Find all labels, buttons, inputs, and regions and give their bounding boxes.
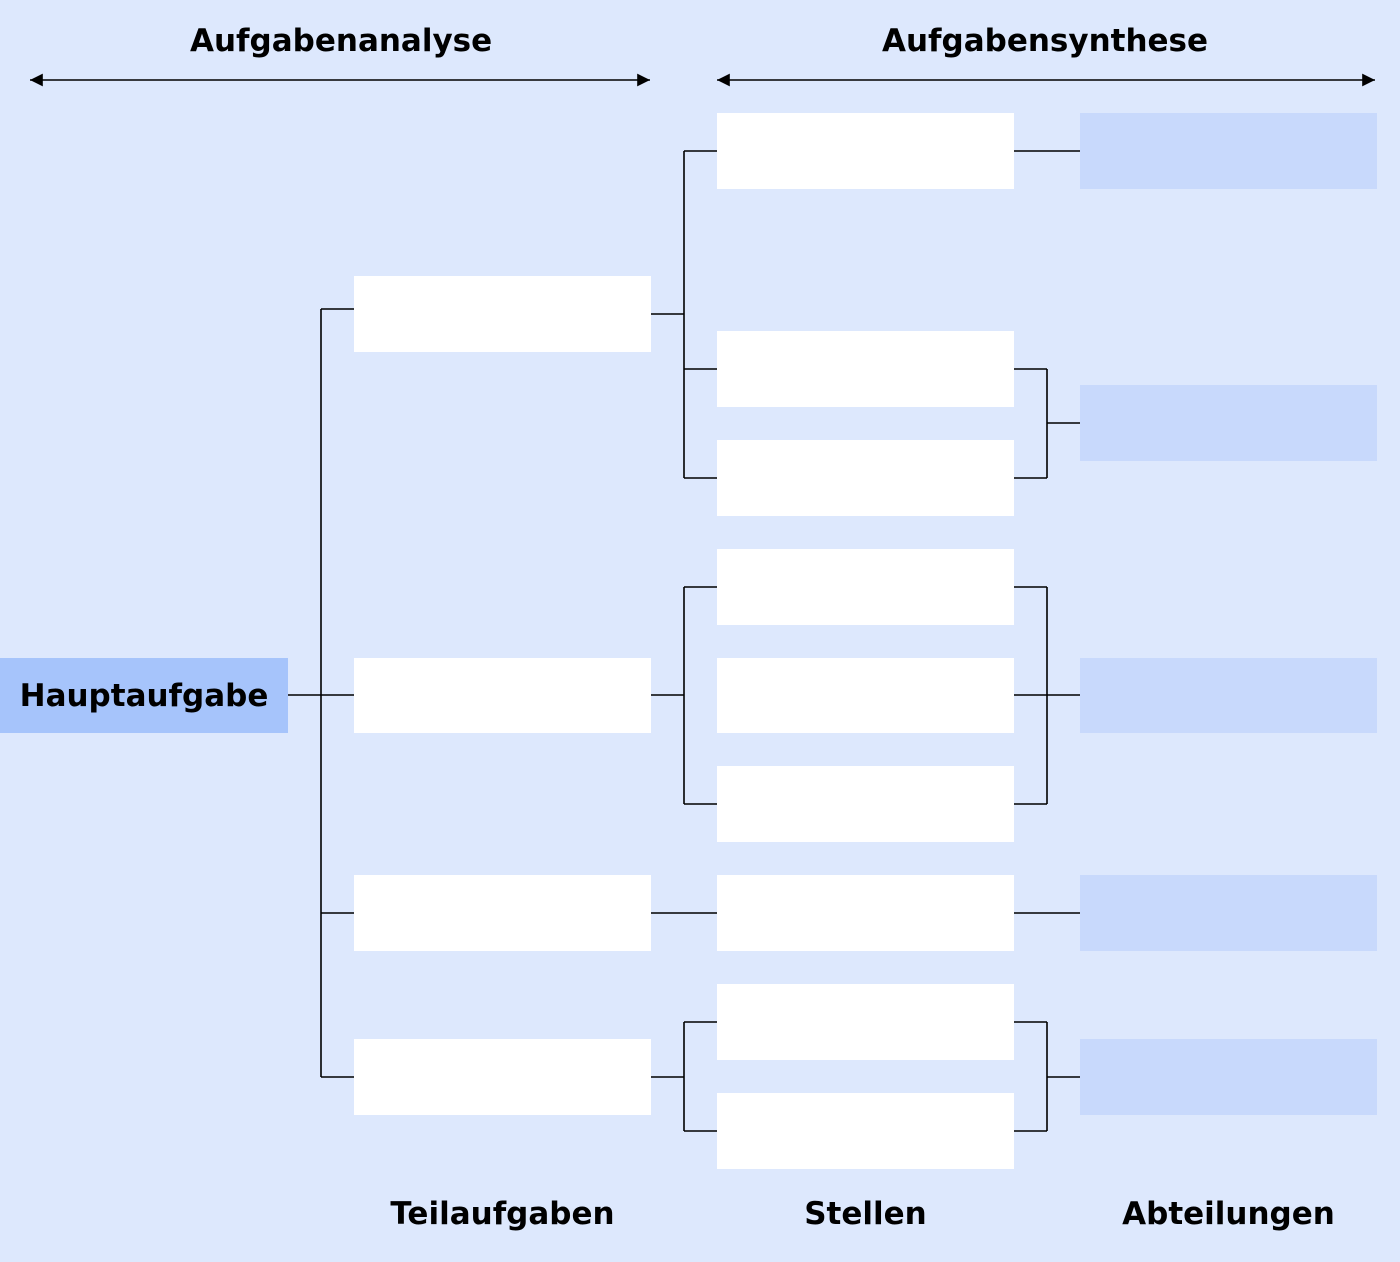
department-box-2 (1080, 385, 1377, 461)
position-box-8 (717, 984, 1014, 1060)
position-box-6 (717, 766, 1014, 842)
subtasks-column-label: Teilaufgaben (390, 1196, 615, 1232)
position-box-1 (717, 113, 1014, 189)
subtask-box-1 (354, 276, 651, 352)
position-box-7 (717, 875, 1014, 951)
position-box-5 (717, 658, 1014, 733)
position-box-4 (717, 549, 1014, 625)
position-box-9 (717, 1093, 1014, 1169)
subtask-box-4 (354, 1039, 651, 1115)
analysis-heading: Aufgabenanalyse (190, 23, 493, 59)
position-box-2 (717, 331, 1014, 407)
departments-column-label: Abteilungen (1122, 1196, 1335, 1232)
positions-column-label: Stellen (804, 1196, 927, 1232)
synthesis-heading: Aufgabensynthese (881, 23, 1209, 59)
department-box-1 (1080, 113, 1377, 189)
main-task-box: Hauptaufgabe (0, 658, 288, 733)
department-box-3 (1080, 658, 1377, 733)
subtask-box-2 (354, 658, 651, 733)
department-box-4 (1080, 875, 1377, 951)
department-box-5 (1080, 1039, 1377, 1115)
tree-lines (288, 150, 1080, 1132)
position-box-3 (717, 440, 1014, 516)
subtask-box-3 (354, 875, 651, 951)
